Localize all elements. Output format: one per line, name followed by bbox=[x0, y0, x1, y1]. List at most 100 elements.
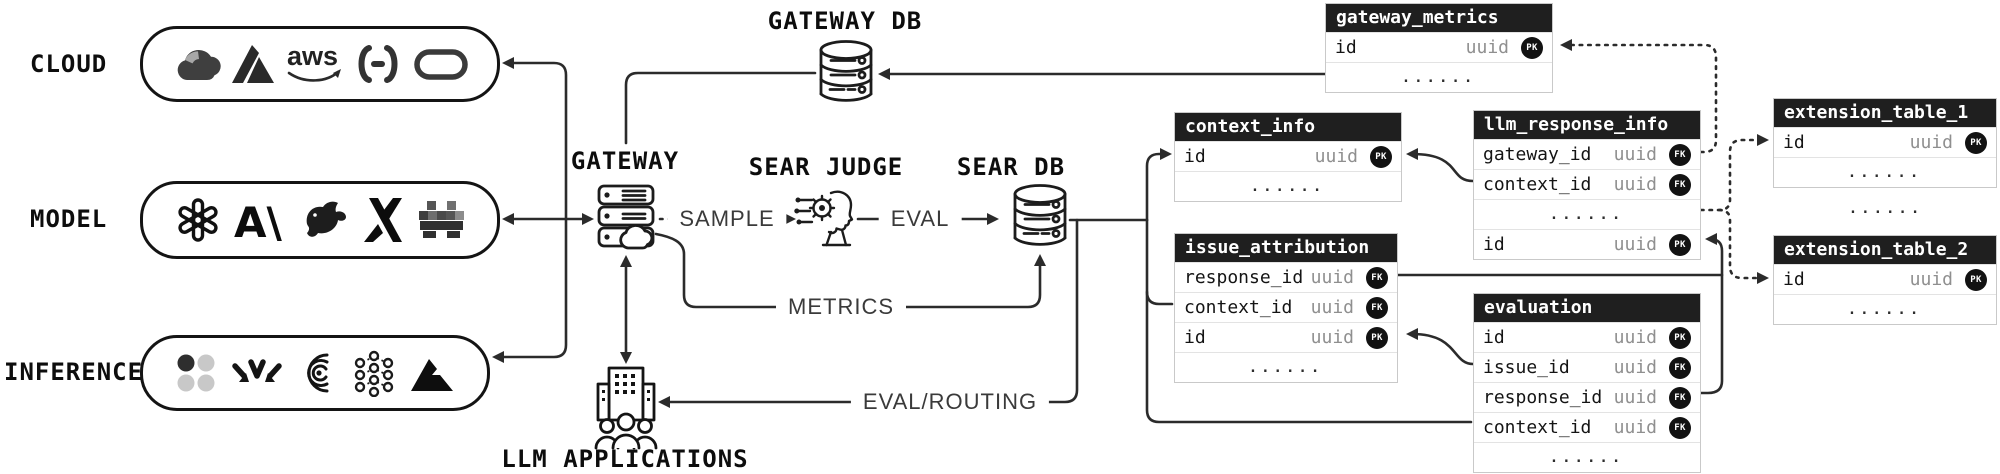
fk-badge: FK bbox=[1669, 386, 1691, 409]
fk-badge: FK bbox=[1669, 173, 1691, 196]
edge-llmresp-ext2 bbox=[1717, 208, 1760, 280]
neural-network-icon bbox=[355, 350, 394, 397]
pk-badge: PK bbox=[1965, 131, 1987, 154]
gateway-server-icon bbox=[597, 184, 655, 250]
model-group-label: MODEL bbox=[30, 205, 108, 233]
openai-icon bbox=[178, 198, 218, 242]
sear-judge-icon bbox=[794, 190, 854, 247]
sample-edge-label: SAMPLE bbox=[667, 206, 787, 232]
table-row: context_id uuid FK bbox=[1175, 292, 1397, 322]
table-context-info: context_info id uuid PK ...... bbox=[1174, 112, 1402, 202]
pk-badge: PK bbox=[1366, 326, 1388, 349]
deepseek-icon bbox=[306, 201, 346, 237]
table-row: id uuid PK bbox=[1474, 322, 1700, 352]
table-row: response_id uuid FK bbox=[1175, 262, 1397, 292]
gateway-label: GATEWAY bbox=[570, 147, 680, 175]
table-title: extension_table_2 bbox=[1774, 236, 1996, 264]
table-row: id uuid PK bbox=[1175, 141, 1401, 171]
edge-eval-routing bbox=[664, 218, 1079, 404]
eval-edge-label: EVAL bbox=[878, 206, 962, 232]
azure-icon bbox=[232, 45, 274, 83]
edge-metrics bbox=[654, 232, 1042, 309]
xai-icon bbox=[363, 198, 402, 242]
table-row: id uuid PK bbox=[1326, 32, 1552, 62]
arrowheads bbox=[492, 39, 1769, 408]
table-extension-1: extension_table_1 id uuid PK ...... bbox=[1773, 98, 1997, 188]
table-row: id uuid PK bbox=[1175, 322, 1397, 352]
oracle-icon bbox=[414, 49, 468, 80]
google-cloud-icon bbox=[177, 50, 221, 80]
table-title: issue_attribution bbox=[1175, 234, 1397, 262]
pk-badge: PK bbox=[1669, 233, 1691, 256]
table-row: response_id uuid FK bbox=[1474, 382, 1700, 412]
ellipsis-row: ...... bbox=[1175, 352, 1397, 382]
sear-db-label: SEAR DB bbox=[956, 153, 1066, 181]
pk-badge: PK bbox=[1669, 326, 1691, 349]
cloud-group-box: aws bbox=[140, 26, 500, 102]
cloud-group-label: CLOUD bbox=[30, 50, 108, 78]
edge-evaluation-issue bbox=[1410, 332, 1475, 366]
eval-routing-edge-label: EVAL/ROUTING bbox=[850, 389, 1050, 415]
aws-icon: aws bbox=[287, 43, 341, 82]
fk-badge: FK bbox=[1669, 143, 1691, 166]
ellipsis-row: ...... bbox=[1774, 294, 1996, 324]
ellipsis-row: ...... bbox=[1175, 171, 1401, 201]
table-issue-attribution: issue_attribution response_id uuid FK co… bbox=[1174, 233, 1398, 383]
table-gateway-metrics: gateway_metrics id uuid PK ...... bbox=[1325, 3, 1553, 93]
llm-applications-icon bbox=[594, 366, 658, 450]
pk-badge: PK bbox=[1521, 36, 1543, 59]
edge-branch-issueattr-context bbox=[1145, 290, 1174, 306]
fk-badge: FK bbox=[1366, 266, 1388, 289]
ellipsis-row: ...... bbox=[1774, 157, 1996, 187]
pk-badge: PK bbox=[1965, 268, 1987, 291]
table-extension-2: extension_table_2 id uuid PK ...... bbox=[1773, 235, 1997, 325]
edge-trunk-cloud-inference bbox=[500, 61, 568, 359]
table-row: id uuid PK bbox=[1474, 229, 1700, 259]
svg-text:aws: aws bbox=[287, 43, 338, 71]
table-title: llm_response_info bbox=[1474, 111, 1700, 139]
table-title: gateway_metrics bbox=[1326, 4, 1552, 32]
model-group-box: A\ bbox=[140, 181, 500, 259]
edge-gateway-to-gatewaydb bbox=[624, 71, 817, 145]
gateway-db-icon bbox=[819, 40, 873, 102]
inference-group-box bbox=[140, 335, 490, 411]
table-title: context_info bbox=[1175, 113, 1401, 141]
dots-grid-icon bbox=[177, 354, 215, 392]
table-row: id uuid PK bbox=[1774, 264, 1996, 294]
pk-badge: PK bbox=[1370, 145, 1392, 168]
table-evaluation: evaluation id uuid PK issue_id uuid FK r… bbox=[1473, 293, 1701, 473]
edge-seardb-to-contextinfo bbox=[1145, 152, 1164, 222]
table-title: evaluation bbox=[1474, 294, 1700, 322]
edge-llmresp-ext1 bbox=[1699, 138, 1760, 212]
fk-badge: FK bbox=[1669, 416, 1691, 439]
converging-arrows-icon bbox=[231, 359, 282, 382]
fk-badge: FK bbox=[1669, 356, 1691, 379]
table-row: context_id uuid FK bbox=[1474, 169, 1700, 199]
gateway-db-label: GATEWAY DB bbox=[767, 7, 923, 35]
table-row: issue_id uuid FK bbox=[1474, 352, 1700, 382]
brackets-cloud-icon bbox=[358, 45, 398, 83]
fk-badge: FK bbox=[1366, 296, 1388, 319]
anthropic-icon: A\ bbox=[234, 198, 283, 243]
ellipsis-row: ...... bbox=[1474, 199, 1700, 229]
ellipsis-row: ...... bbox=[1326, 62, 1552, 92]
edge-llmresp-context bbox=[1410, 152, 1475, 183]
ellipsis-row: ...... bbox=[1474, 442, 1700, 472]
mountain-icon bbox=[410, 359, 453, 391]
table-row: context_id uuid FK bbox=[1474, 412, 1700, 442]
edge-llmresp-gatewaymetrics bbox=[1564, 43, 1718, 154]
table-row: gateway_id uuid FK bbox=[1474, 139, 1700, 169]
sear-judge-label: SEAR JUDGE bbox=[748, 153, 904, 181]
between-extension-dots: ...... bbox=[1848, 201, 1924, 217]
metrics-edge-label: METRICS bbox=[776, 294, 906, 320]
table-title: extension_table_1 bbox=[1774, 99, 1996, 127]
edge-seardb-to-evaluation-context bbox=[1145, 218, 1473, 424]
svg-text:A\: A\ bbox=[234, 198, 283, 243]
sear-db-icon bbox=[1013, 184, 1067, 246]
cerebras-icon bbox=[307, 353, 329, 393]
llm-applications-label: LLM APPLICATIONS bbox=[501, 445, 749, 473]
table-llm-response-info: llm_response_info gateway_id uuid FK con… bbox=[1473, 110, 1701, 260]
inference-group-label: INFERENCE bbox=[4, 358, 144, 386]
huggingface-icon bbox=[419, 201, 465, 238]
